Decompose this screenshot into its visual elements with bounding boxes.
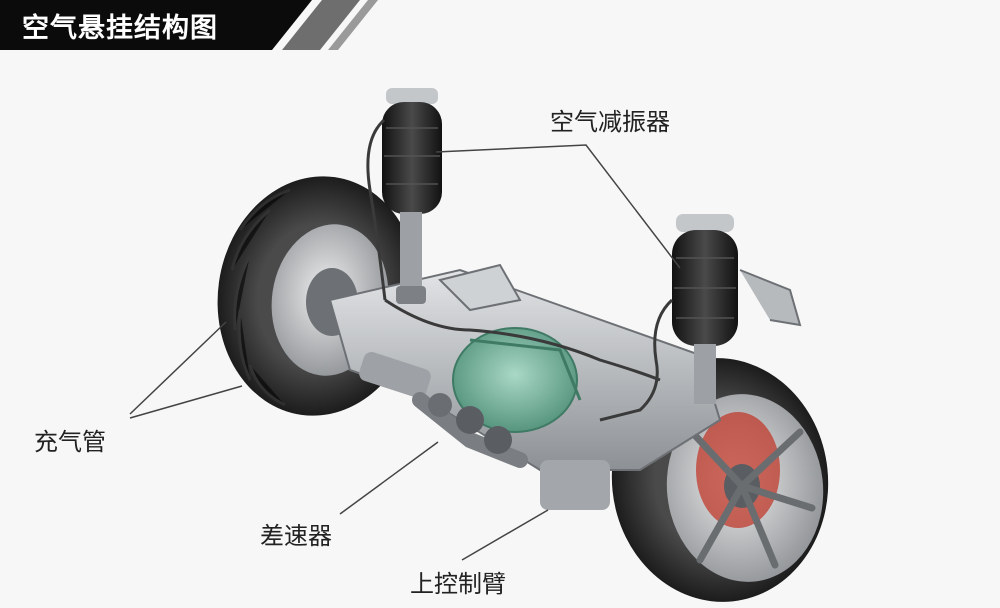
label-upper-control-arm: 上控制臂 [410,570,506,598]
air-tubes [366,118,674,422]
right-air-spring [672,214,802,404]
leader-air-shock [435,144,681,269]
left-air-spring [382,88,442,304]
label-differential: 差速器 [260,522,332,550]
differential-unit [428,327,582,454]
label-air-tube: 充气管 [34,428,106,456]
leader-differential [339,441,439,515]
leader-lines [129,144,681,561]
page-title: 空气悬挂结构图 [22,13,218,44]
title-banner-shape [0,0,378,50]
leader-air-tube-2 [129,385,243,419]
title-bar: 空气悬挂结构图 [0,0,1000,50]
leader-air-tube-1 [129,321,227,415]
leader-upper-arm [461,509,549,561]
label-air-shock: 空气减振器 [550,108,670,136]
right-wheel [611,358,829,602]
